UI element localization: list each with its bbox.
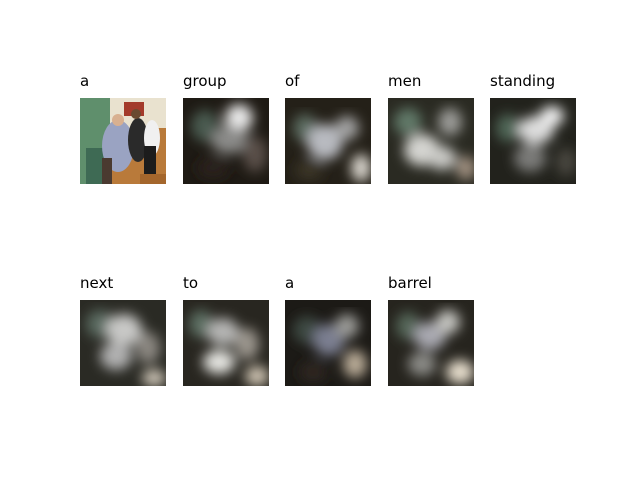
caption-word: of (285, 72, 300, 90)
attention-map (80, 300, 166, 386)
attention-map (183, 98, 269, 184)
attention-map (183, 300, 269, 386)
attention-map (285, 300, 371, 386)
attention-map (490, 98, 576, 184)
caption-word: men (388, 72, 422, 90)
caption-word: a (80, 72, 90, 90)
caption-word: a (285, 274, 295, 292)
caption-word: to (183, 274, 199, 292)
caption-word: next (80, 274, 114, 292)
attention-map (388, 300, 474, 386)
caption-word: standing (490, 72, 556, 90)
caption-word: group (183, 72, 227, 90)
original-photo (80, 98, 166, 184)
caption-word: barrel (388, 274, 432, 292)
attention-map (388, 98, 474, 184)
attention-map (285, 98, 371, 184)
